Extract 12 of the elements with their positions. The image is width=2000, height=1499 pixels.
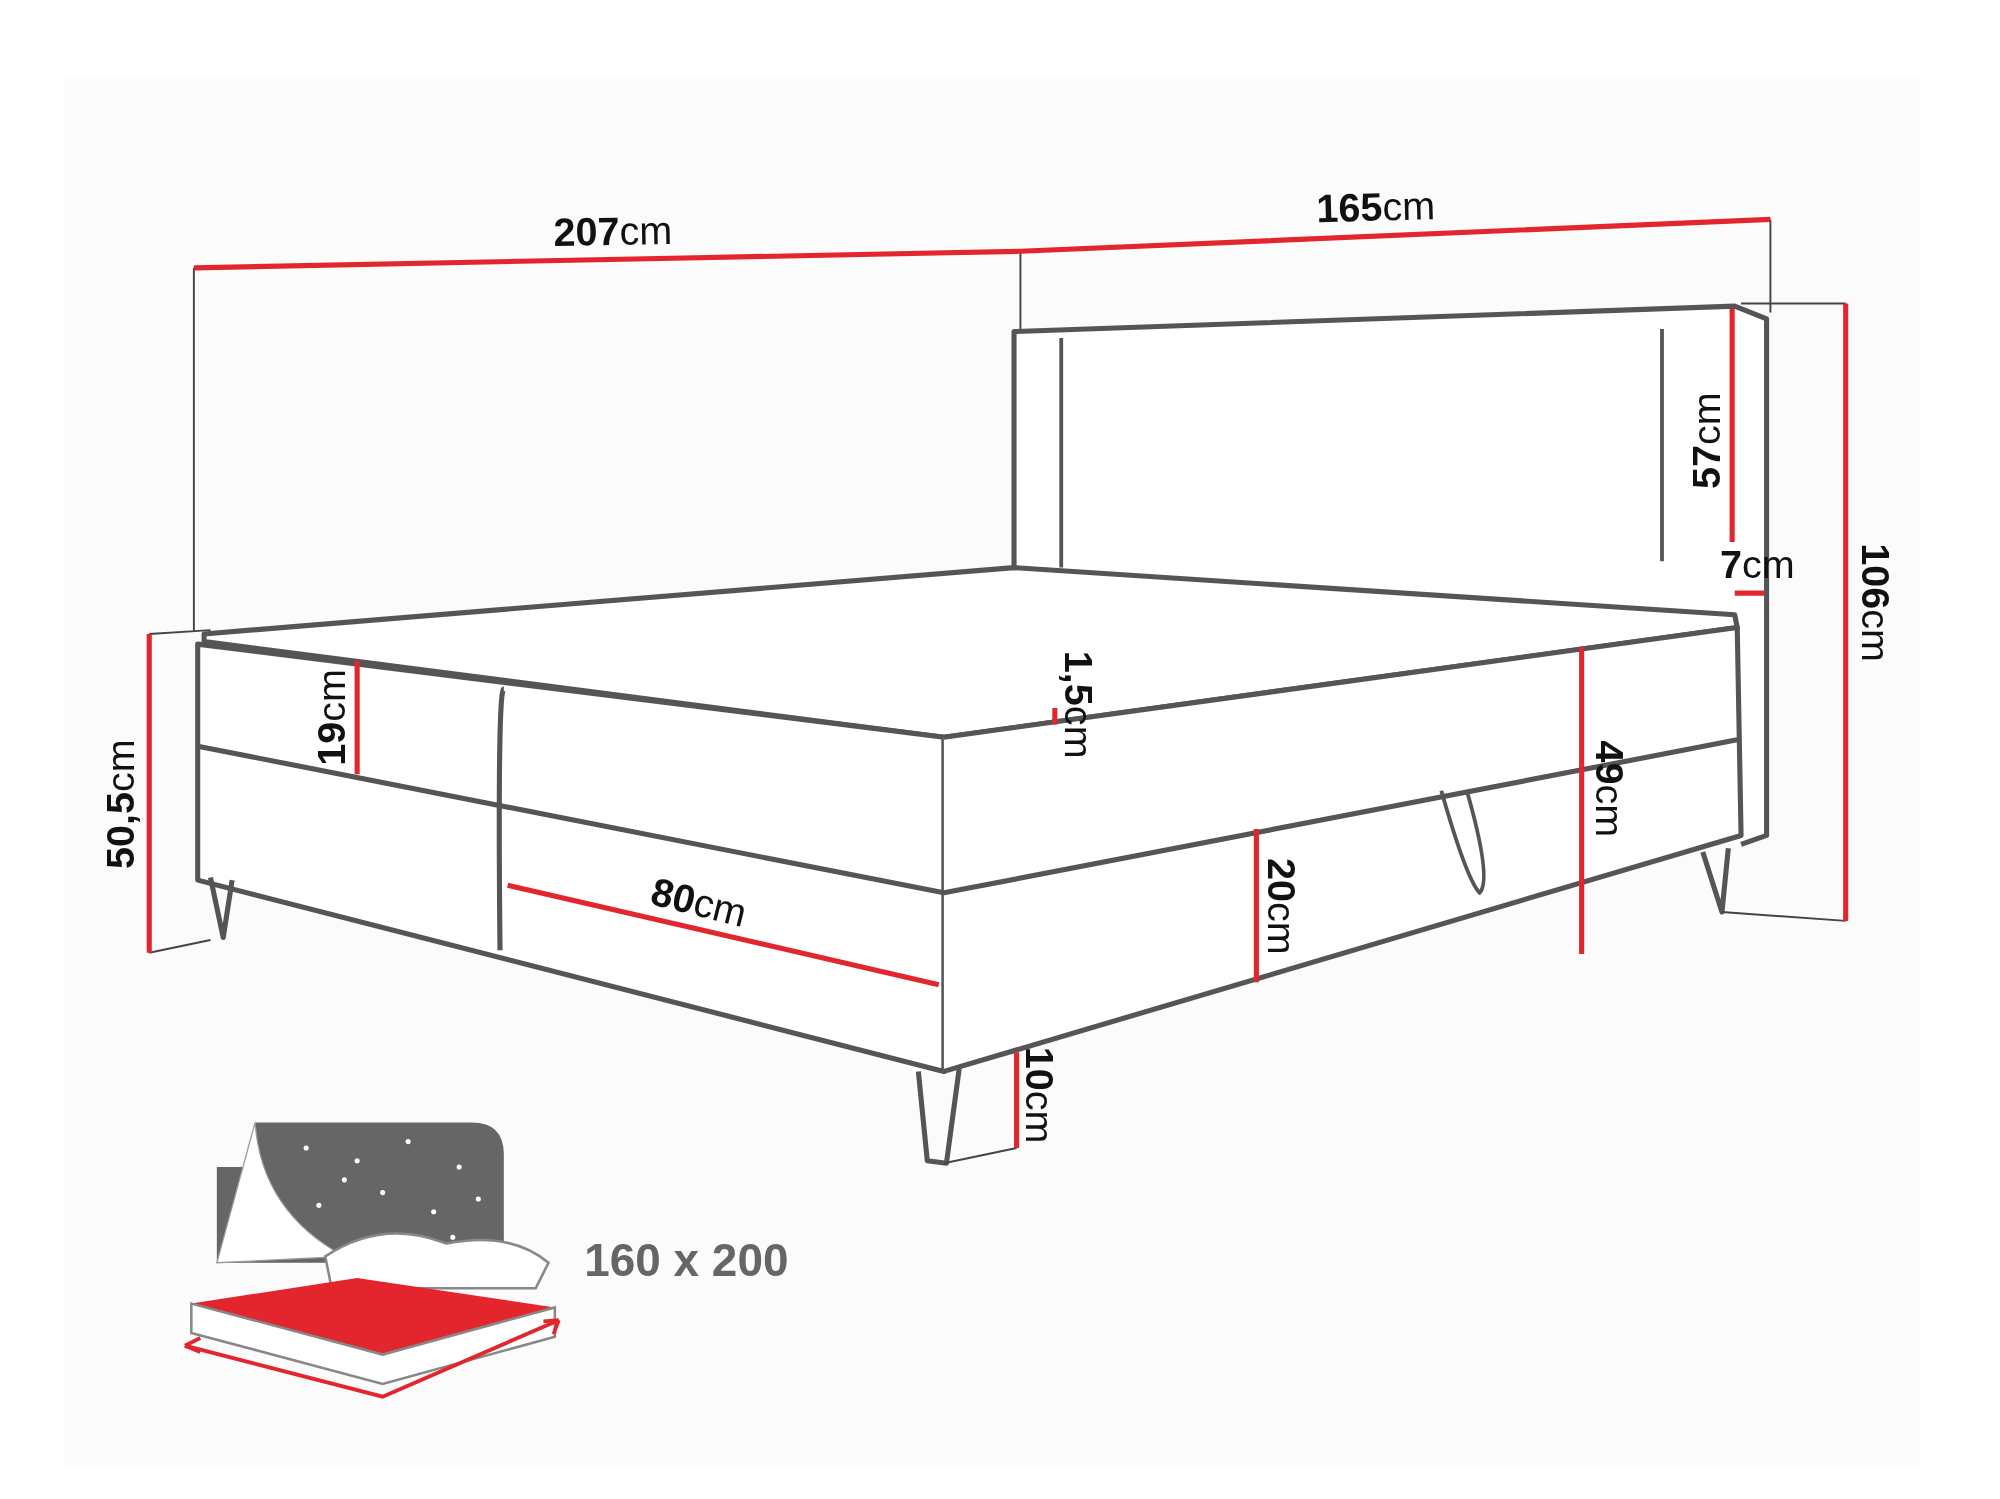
dimension-label: 57cm xyxy=(1686,391,1727,489)
dimension-label: 20cm xyxy=(1262,857,1302,954)
size-label: 160 x 200 xyxy=(584,1237,789,1284)
dimension-label: 207cm xyxy=(552,210,672,252)
dimension-label: 80cm xyxy=(647,870,751,933)
dimension-label: 50,5cm xyxy=(101,738,141,869)
dimension-label: 10cm xyxy=(1019,1046,1060,1143)
dimension-label: 165cm xyxy=(1315,185,1435,228)
dimension-label: 49cm xyxy=(1589,739,1630,837)
dimension-label: 106cm xyxy=(1855,542,1895,662)
dimension-label: 1,5cm xyxy=(1058,650,1098,758)
dimension-label: 19cm xyxy=(311,668,352,766)
